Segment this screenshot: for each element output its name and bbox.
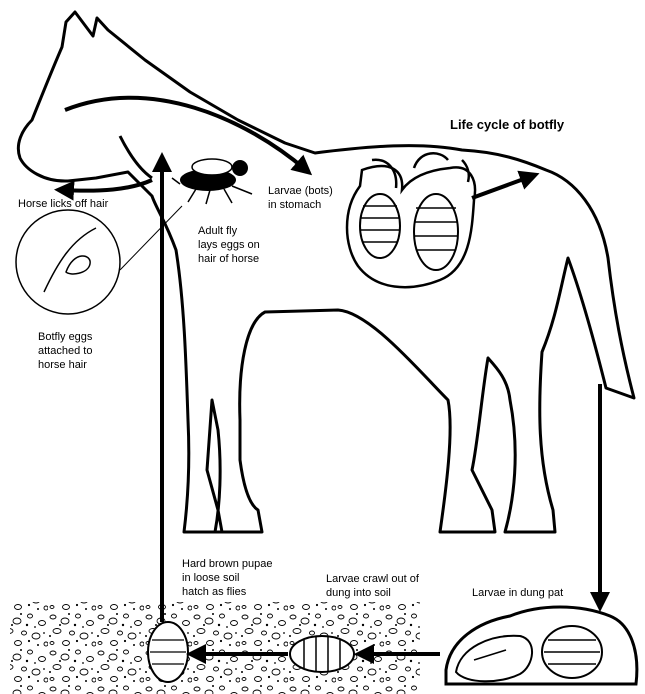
soil-block xyxy=(10,602,420,694)
larvae-stomach-label: Larvae (bots) in stomach xyxy=(268,184,333,212)
horse-licks-label: Horse licks off hair xyxy=(18,197,108,211)
diagram-title: Life cycle of botfly xyxy=(450,117,564,132)
pupa-illustration xyxy=(148,622,188,682)
pupae-label: Hard brown pupae in loose soil hatch as … xyxy=(182,557,273,599)
larvae-crawl-label: Larvae crawl out of dung into soil xyxy=(326,572,419,600)
botfly-eggs-label: Botfly eggs attached to horse hair xyxy=(38,330,92,372)
crawling-larva-illustration xyxy=(290,636,354,672)
larvae-dung-label: Larvae in dung pat xyxy=(472,586,563,600)
egg-on-hair-illustration xyxy=(16,206,182,314)
dung-pat-illustration xyxy=(446,607,637,684)
adult-fly-label: Adult fly lays eggs on hair of horse xyxy=(198,224,260,266)
